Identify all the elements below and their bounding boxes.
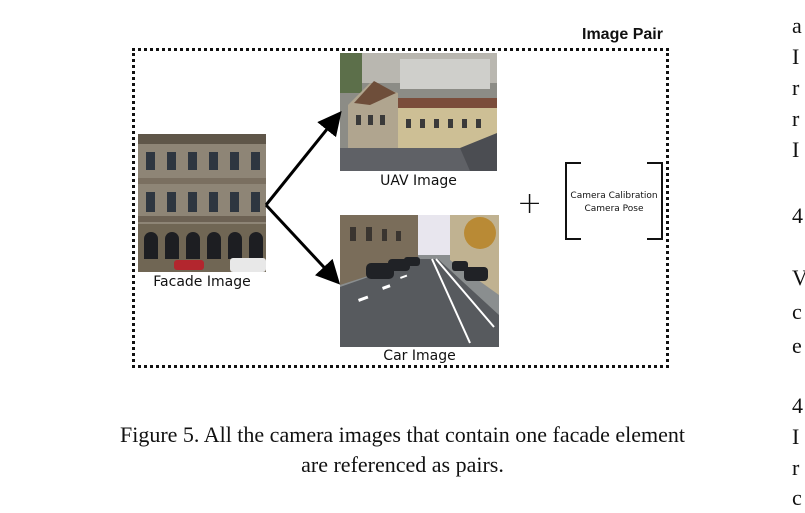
right-column-fragment: a bbox=[792, 13, 802, 38]
right-column-fragment: 4 bbox=[792, 393, 803, 418]
calibration-text: Camera Calibration Camera Pose bbox=[566, 190, 662, 216]
uav-image bbox=[340, 53, 497, 171]
figure-caption-line-1: Figure 5. All the camera images that con… bbox=[119, 422, 686, 447]
right-column-fragment: I bbox=[792, 44, 800, 69]
calibration-brackets bbox=[565, 162, 663, 240]
arrow-to-uav bbox=[264, 110, 342, 206]
calibration-line-1: Camera Calibration bbox=[570, 191, 658, 201]
image-pair-box bbox=[132, 48, 669, 368]
right-column-fragment: c bbox=[792, 299, 802, 324]
calibration-line-2: Camera Pose bbox=[584, 204, 644, 214]
facade-image bbox=[138, 134, 266, 272]
car-image-label: Car Image bbox=[383, 348, 456, 364]
right-column-fragment: I bbox=[792, 137, 800, 162]
uav-image-label: UAV Image bbox=[380, 173, 457, 189]
plus-symbol: + bbox=[517, 186, 543, 221]
facade-image-label: Facade Image bbox=[153, 274, 251, 290]
right-column-fragment: e bbox=[792, 333, 802, 358]
figure-caption: Figure 5. All the camera images that con… bbox=[40, 420, 765, 480]
arrows bbox=[264, 110, 342, 285]
right-column-fragment: r bbox=[792, 455, 800, 480]
right-column-fragment: r bbox=[792, 106, 800, 131]
image-pair-label: Image Pair bbox=[582, 26, 663, 43]
right-column-fragment: c bbox=[792, 485, 802, 510]
right-column-fragment: r bbox=[792, 75, 800, 100]
right-column-fragment: V bbox=[792, 265, 805, 290]
right-column-fragment: I bbox=[792, 424, 800, 449]
right-column-fragment: 4 bbox=[792, 203, 803, 228]
figure-caption-line-2: are referenced as pairs. bbox=[301, 452, 504, 477]
arrow-to-car bbox=[264, 203, 341, 285]
car-image bbox=[340, 215, 499, 347]
